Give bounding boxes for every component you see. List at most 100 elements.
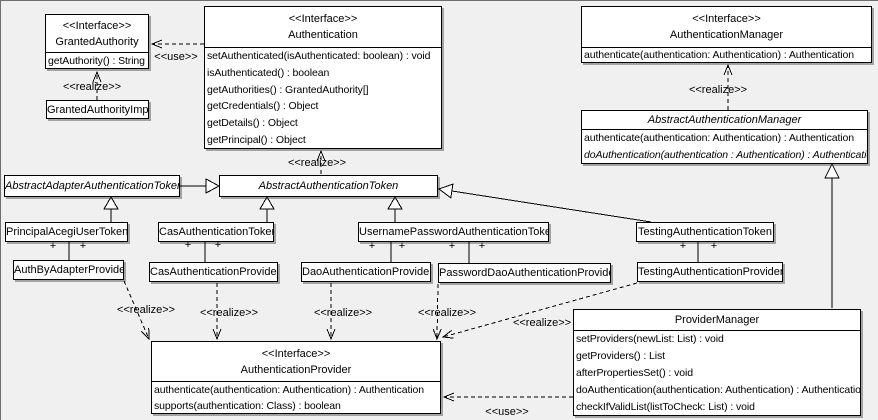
class-name: AbstractAuthenticationManager [647,114,802,126]
class-name: TestingAuthenticationProvider [638,266,782,278]
method-row: afterPropertiesSet() : void [576,367,693,379]
generalization-triangle [824,162,840,179]
edge-label-realize-daoauthenticationprovider: <<realize>> [313,307,373,319]
generalization-triangle [259,196,275,210]
method-row: authenticate(authentication: Authenticat… [584,132,855,144]
generalization-triangle [387,196,403,210]
class-methods: getAuthority() : String [46,52,148,69]
class-name: AbstractAdapterAuthenticationToken [5,180,179,192]
method-row: supports(authentication: Class) : boolea… [154,400,341,412]
edge-label-use-authentication-grantedauthority: <<use>> [154,51,198,63]
method-row: setAuthenticated(isAuthenticated: boolea… [207,50,431,62]
class-abstract-adapter-authentication-token[interactable]: AbstractAdapterAuthenticationToken [4,175,180,197]
class-header: UsernamePasswordAuthenticationToken [359,223,548,241]
edge-label-realize-passworddaoauthenticationprovider: <<realize>> [417,307,477,319]
class-name: DaoAuthenticationProvider [302,266,430,278]
class-stereotype: <<Interface>> [261,347,331,360]
class-authentication-manager[interactable]: <<Interface>> AuthenticationManager authen… [581,6,872,63]
multiplicity-plus-mark: + [448,240,456,252]
edge-label-realize-authbyadapterprovider: <<realize>> [116,304,176,316]
generalization-triangle [103,196,119,210]
multiplicity-plus-mark: + [368,240,376,252]
class-dao-authentication-provider[interactable]: DaoAuthenticationProvider [301,262,431,282]
class-name: AbstractAuthenticationToken [258,180,399,192]
class-username-password-authentication-token[interactable]: UsernamePasswordAuthenticationToken [358,222,549,242]
method-row: setProviders(newList: List) : void [576,333,724,345]
class-name: Authentication [288,29,358,41]
method-row: authenticate(authentication: Authenticat… [584,49,855,61]
class-header: <<Interface>> AuthenticationProvider [152,342,440,381]
class-auth-by-adapter-provider[interactable]: AuthByAdapterProvider [13,260,124,280]
class-methods: setProviders(newList: List) : void getPro… [574,330,860,416]
class-name: ProviderManager [674,314,760,326]
class-testing-authentication-provider[interactable]: TestingAuthenticationProvider [637,262,783,282]
class-header: <<Interface>>GrantedAuthority [46,15,148,52]
class-header: PrincipalAcegiUserToken [6,223,127,241]
class-abstract-authentication-token[interactable]: AbstractAuthenticationToken [219,175,438,197]
edge-label-realize-abstractauthenticationtoken: <<realize>> [287,157,347,169]
edge-label-use-providermanager-authenticationprovider: <<use>> [485,406,529,418]
association-edges [68,241,699,263]
edge-label-realize-casauthenticationprovider: <<realize>> [199,307,259,319]
class-header: PasswordDaoAuthenticationProvider [439,264,610,282]
method-row: getAuthorities() : GrantedAuthority[] [207,83,369,96]
method-row: getProviders() : List [576,350,665,362]
class-methods: setAuthenticated(isAuthenticated: boolea… [205,47,441,149]
class-header: <<Interface>> AuthenticationManager [582,7,871,47]
class-header: TestingAuthenticationProvider [638,263,782,281]
class-name: CasAuthenticationProvider [150,266,277,278]
class-header: AbstractAuthenticationToken [220,176,437,196]
class-methods: authenticate(authentication: Authenticat… [582,129,867,164]
class-cas-authentication-provider[interactable]: CasAuthenticationProvider [149,262,278,282]
class-name: GrantedAuthority [55,35,139,48]
class-granted-authority[interactable]: <<Interface>>GrantedAuthority getAuthorit… [45,14,149,69]
edge-label-realize-testingauthenticationprovider: <<realize>> [512,317,572,329]
multiplicity-plus-mark: + [710,240,718,252]
method-row: checkIfValidList(listToCheck: List) : vo… [576,401,755,413]
method-row: getPrincipal() : Object [207,134,306,147]
class-testing-authentication-token[interactable]: TestingAuthenticationToken [636,222,774,242]
class-methods: authenticate(authentication: Authenticat… [152,381,440,414]
class-abstract-authentication-manager[interactable]: AbstractAuthenticationManager authenticat… [581,110,868,164]
class-header: AbstractAuthenticationManager [582,111,867,129]
class-header: AuthByAdapterProvider [14,261,123,279]
class-header: DaoAuthenticationProvider [302,263,430,281]
method-row: getCredentials() : Object [207,100,319,113]
class-name: AuthenticationProvider [240,363,352,376]
method-row: getAuthority() : String [48,55,145,67]
class-name: PasswordDaoAuthenticationProvider [439,267,610,279]
class-header: AbstractAdapterAuthenticationToken [5,176,179,196]
class-name: PrincipalAcegiUserToken [6,226,127,238]
method-row: getDetails() : Object [207,117,298,130]
method-row: authenticate(authentication: Authenticat… [154,384,425,396]
class-granted-authority-impl[interactable]: GrantedAuthorityImpl [46,100,149,119]
multiplicity-plus-mark: + [214,239,222,251]
class-header: TestingAuthenticationToken [637,223,773,241]
method-row: isAuthenticated() : boolean [207,66,330,79]
class-name: GrantedAuthorityImpl [47,103,148,116]
class-name: AuthByAdapterProvider [14,264,123,276]
class-name: TestingAuthenticationToken [638,226,772,238]
class-name: UsernamePasswordAuthenticationToken [359,226,548,238]
class-cas-authentication-token[interactable]: CasAuthenticationToken [158,222,274,242]
multiplicity-plus-mark: + [49,240,57,252]
class-authentication-provider[interactable]: <<Interface>> AuthenticationProvider authe… [151,341,441,414]
class-name: CasAuthenticationToken [159,226,273,238]
generalization-triangle [437,183,454,199]
class-header: ProviderManager [574,310,860,330]
class-header: CasAuthenticationToken [159,223,273,241]
class-provider-manager[interactable]: ProviderManager setProviders(newList: Lis… [573,309,861,416]
multiplicity-plus-mark: + [79,240,87,252]
generalization-triangle [205,178,221,194]
class-password-dao-authentication-provider[interactable]: PasswordDaoAuthenticationProvider [438,263,611,283]
class-name: AuthenticationManager [669,29,784,41]
class-principal-acegi-user-token[interactable]: PrincipalAcegiUserToken [5,222,128,242]
class-header: CasAuthenticationProvider [150,263,277,281]
class-header: GrantedAuthorityImpl [47,101,148,118]
multiplicity-plus-mark: + [398,240,406,252]
method-row: doAuthentication(authentication : Authen… [584,149,867,161]
edge-label-realize-abstractauthenticationmanager: <<realize>> [688,84,748,96]
class-stereotype: <<Interface>> [692,13,761,25]
